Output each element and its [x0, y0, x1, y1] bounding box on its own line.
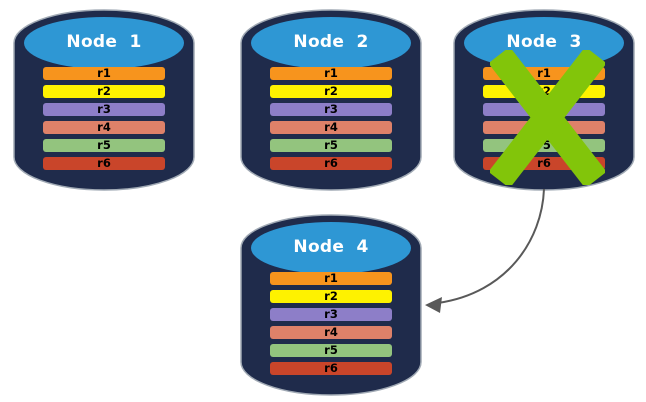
replica-row-r1: r1 — [43, 67, 165, 80]
failure-x-icon — [490, 50, 605, 185]
replica-row-r4: r4 — [270, 326, 392, 339]
replica-row-r6: r6 — [270, 362, 392, 375]
node-3: Node 3 r1 r2 r3 r4 r5 r6 — [452, 7, 636, 193]
cylinder-top — [24, 17, 184, 69]
node-4: Node 4 r1 r2 r3 r4 r5 r6 — [239, 212, 423, 398]
row-list: r1 r2 r3 r4 r5 r6 — [270, 272, 392, 380]
node-title: Node 2 — [293, 32, 369, 52]
replica-row-r5: r5 — [270, 344, 392, 357]
replica-row-r2: r2 — [270, 290, 392, 303]
arrow-head-icon — [425, 297, 442, 313]
cylinder-top — [251, 222, 411, 274]
replica-row-r4: r4 — [270, 121, 392, 134]
cylinder-top — [251, 17, 411, 69]
replica-row-r3: r3 — [270, 103, 392, 116]
replica-row-r4: r4 — [43, 121, 165, 134]
replica-row-r6: r6 — [43, 157, 165, 170]
replica-row-r5: r5 — [270, 139, 392, 152]
replica-row-r2: r2 — [270, 85, 392, 98]
node-1: Node 1 r1 r2 r3 r4 r5 r6 — [12, 7, 196, 193]
replica-row-r6: r6 — [270, 157, 392, 170]
replica-row-r3: r3 — [43, 103, 165, 116]
arrow-curve — [437, 188, 545, 304]
node-title: Node 1 — [66, 32, 142, 52]
x-stroke — [490, 50, 605, 185]
node-title: Node 4 — [293, 237, 369, 257]
replica-row-r1: r1 — [270, 272, 392, 285]
replica-row-r3: r3 — [270, 308, 392, 321]
row-list: r1 r2 r3 r4 r5 r6 — [270, 67, 392, 175]
row-list: r1 r2 r3 r4 r5 r6 — [43, 67, 165, 175]
node-2: Node 2 r1 r2 r3 r4 r5 r6 — [239, 7, 423, 193]
replica-row-r1: r1 — [270, 67, 392, 80]
node-title: Node 3 — [506, 32, 582, 52]
replica-row-r5: r5 — [43, 139, 165, 152]
replica-row-r2: r2 — [43, 85, 165, 98]
